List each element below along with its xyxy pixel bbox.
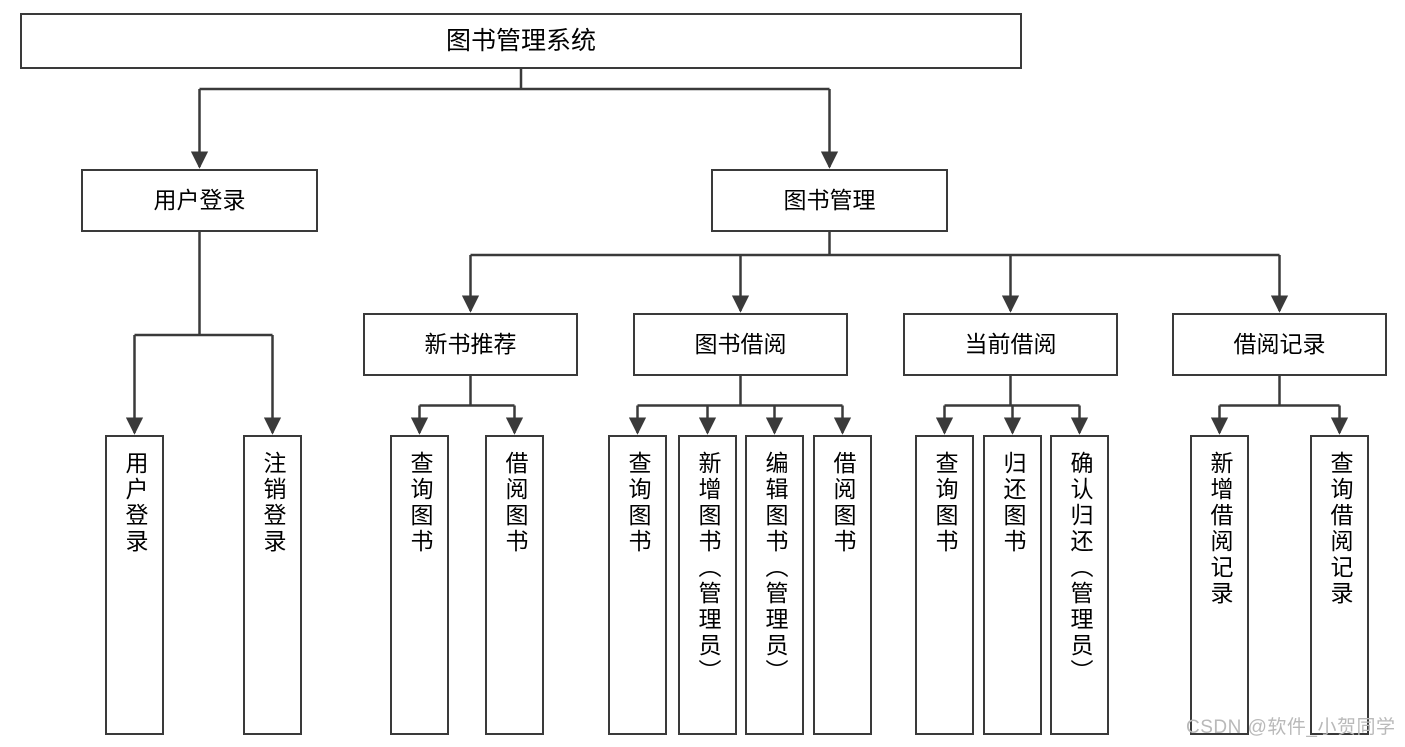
node-label: 图书管理系统 [445, 27, 596, 55]
node-label: 新增借阅记录 [1207, 451, 1233, 607]
node-label: 注销登录 [260, 451, 286, 555]
node-leaf-9[interactable]: 查询图书 [915, 435, 974, 735]
node-label: 查询借阅记录 [1327, 451, 1353, 607]
node-label: 当前借阅 [964, 330, 1057, 357]
node-label: 图书管理 [783, 186, 876, 213]
node-label: 编辑图书（管理员） [762, 451, 788, 685]
node-label: 新书推荐 [424, 330, 517, 357]
node-book-mgmt[interactable]: 图书管理 [711, 169, 948, 232]
node-label: 确认归还（管理员） [1067, 451, 1093, 685]
node-cur-borrow[interactable]: 当前借阅 [903, 313, 1118, 376]
node-label: 查询图书 [932, 451, 958, 555]
node-label: 图书借阅 [694, 330, 787, 357]
node-label: 查询图书 [407, 451, 433, 555]
node-leaf-12[interactable]: 新增借阅记录 [1190, 435, 1249, 735]
node-label: 归还图书 [1000, 451, 1026, 555]
node-label: 新增图书（管理员） [695, 451, 721, 685]
node-user-login[interactable]: 用户登录 [81, 169, 318, 232]
node-label: 借阅图书 [502, 451, 528, 555]
node-label: 借阅记录 [1233, 330, 1326, 357]
node-label: 用户登录 [153, 186, 246, 213]
node-borrow-log[interactable]: 借阅记录 [1172, 313, 1387, 376]
node-leaf-7[interactable]: 编辑图书（管理员） [745, 435, 804, 735]
node-label: 用户登录 [122, 451, 148, 555]
node-leaf-4[interactable]: 借阅图书 [485, 435, 544, 735]
node-label: 查询图书 [625, 451, 651, 555]
node-leaf-10[interactable]: 归还图书 [983, 435, 1042, 735]
node-leaf-5[interactable]: 查询图书 [608, 435, 667, 735]
node-root[interactable]: 图书管理系统 [20, 13, 1022, 69]
node-leaf-11[interactable]: 确认归还（管理员） [1050, 435, 1109, 735]
node-leaf-13[interactable]: 查询借阅记录 [1310, 435, 1369, 735]
node-leaf-8[interactable]: 借阅图书 [813, 435, 872, 735]
node-label: 借阅图书 [830, 451, 856, 555]
node-new-rec[interactable]: 新书推荐 [363, 313, 578, 376]
node-leaf-1[interactable]: 用户登录 [105, 435, 164, 735]
node-leaf-2[interactable]: 注销登录 [243, 435, 302, 735]
csdn-watermark: CSDN @软件_小贺同学 [1186, 717, 1396, 738]
node-leaf-6[interactable]: 新增图书（管理员） [678, 435, 737, 735]
node-leaf-3[interactable]: 查询图书 [390, 435, 449, 735]
node-book-borrow[interactable]: 图书借阅 [633, 313, 848, 376]
